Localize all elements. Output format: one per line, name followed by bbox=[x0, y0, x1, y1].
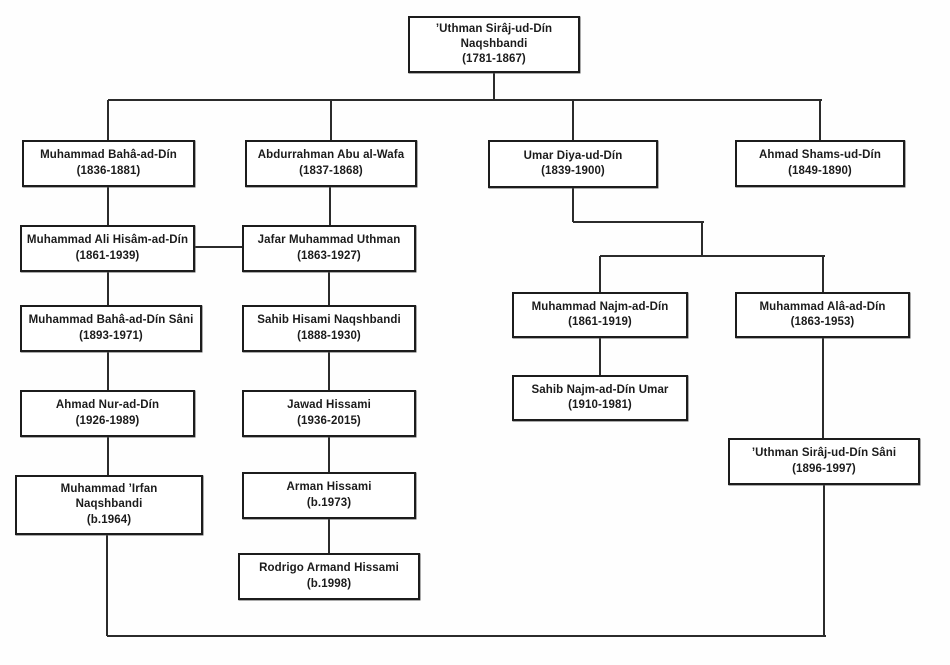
connector-line bbox=[599, 256, 601, 292]
person-dates: (1910-1981) bbox=[568, 399, 632, 411]
person-dates: (1936-2015) bbox=[297, 414, 361, 427]
person-dates: (1888-1930) bbox=[297, 329, 361, 342]
connector-line bbox=[572, 188, 574, 222]
person-dates: (1781-1867) bbox=[462, 53, 526, 66]
connector-line bbox=[822, 338, 824, 438]
connector-line bbox=[107, 272, 109, 305]
connector-line bbox=[107, 352, 109, 390]
person-dates: (1861-1919) bbox=[568, 316, 632, 328]
connector-line bbox=[107, 635, 826, 637]
person-name: Jawad Hissami bbox=[287, 399, 371, 412]
person-node-muhammad-ala-ad-din: Muhammad Alâ-ad-Dín (1863-1953) bbox=[735, 292, 910, 338]
connector-line bbox=[107, 437, 109, 475]
person-name: Sahib Hisami Naqshbandi bbox=[257, 314, 401, 327]
person-dates: (b.1998) bbox=[306, 577, 352, 590]
connector-line bbox=[819, 100, 821, 140]
connector-line bbox=[328, 437, 330, 472]
person-name: ’Uthman Sirâj-ud-Dín Naqshbandi bbox=[435, 22, 553, 50]
person-dates: (1836-1881) bbox=[76, 164, 141, 177]
person-name: Jafar Muhammad Uthman bbox=[257, 234, 401, 247]
connector-line bbox=[107, 187, 109, 225]
person-node-uthman-siraj-ud-din: ’Uthman Sirâj-ud-Dín Naqshbandi (1781-186… bbox=[408, 16, 580, 73]
person-node-umar-diya-ud-din: Umar Diya-ud-Dín (1839-1900) bbox=[488, 140, 658, 188]
person-node-sahib-hisami-naqshbandi: Sahib Hisami Naqshbandi (1888-1930) bbox=[242, 305, 416, 352]
person-node-muhammad-baha-ad-din: Muhammad Bahâ-ad-Dín (1836-1881) bbox=[22, 140, 195, 187]
connector-line bbox=[328, 519, 330, 553]
person-dates: (b.1964) bbox=[86, 513, 132, 526]
person-node-rodrigo-armand-hissami: Rodrigo Armand Hissami (b.1998) bbox=[238, 553, 420, 600]
person-name: Ahmad Shams-ud-Dín bbox=[759, 149, 881, 162]
connector-line bbox=[106, 535, 108, 636]
person-name: Muhammad Ali Hisâm-ad-Dín bbox=[26, 234, 189, 247]
connector-line bbox=[823, 485, 825, 636]
person-name: Muhammad Najm-ad-Dín bbox=[531, 300, 669, 313]
person-dates: (1863-1953) bbox=[790, 316, 855, 328]
person-name: Muhammad Bahâ-ad-Dín bbox=[40, 149, 177, 162]
person-dates: (1863-1927) bbox=[297, 249, 361, 262]
connector-line bbox=[328, 352, 330, 390]
person-dates: (1837-1868) bbox=[299, 164, 363, 177]
person-node-muhammad-irfan-naqshbandi: Muhammad ’Irfan Naqshbandi (b.1964) bbox=[15, 475, 203, 535]
person-node-jafar-muhammad-uthman: Jafar Muhammad Uthman (1863-1927) bbox=[242, 225, 416, 272]
person-node-ahmad-nur-ad-din: Ahmad Nur-ad-Dín (1926-1989) bbox=[20, 390, 195, 437]
person-node-muhammad-baha-ad-din-sani: Muhammad Bahâ-ad-Dín Sâni (1893-1971) bbox=[20, 305, 202, 352]
person-dates: (1893-1971) bbox=[79, 329, 143, 342]
person-dates: (1839-1900) bbox=[541, 165, 605, 177]
person-dates: (b.1973) bbox=[306, 496, 352, 509]
person-name: Muhammad Bahâ-ad-Dín Sâni bbox=[28, 314, 194, 327]
person-name: Sahib Najm-ad-Dín Umar bbox=[531, 383, 669, 396]
person-node-abdurrahman-abu-al-wafa: Abdurrahman Abu al-Wafa (1837-1868) bbox=[245, 140, 417, 187]
person-node-muhammad-ali-hisam-ad-din: Muhammad Ali Hisâm-ad-Dín (1861-1939) bbox=[20, 225, 195, 272]
connector-line bbox=[493, 73, 495, 100]
connector-line bbox=[330, 100, 332, 140]
person-dates: (1861-1939) bbox=[75, 249, 140, 262]
person-dates: (1896-1997) bbox=[792, 462, 856, 475]
connector-line bbox=[600, 255, 825, 257]
person-name: Arman Hissami bbox=[286, 481, 372, 494]
connector-line bbox=[107, 100, 109, 140]
person-dates: (1926-1989) bbox=[75, 414, 140, 427]
person-name: ’Uthman Sirâj-ud-Dín Sâni bbox=[751, 447, 897, 460]
person-node-jawad-hissami: Jawad Hissami (1936-2015) bbox=[242, 390, 416, 437]
connector-line bbox=[329, 187, 331, 225]
person-dates: (1849-1890) bbox=[788, 164, 852, 177]
person-name: Muhammad Alâ-ad-Dín bbox=[759, 300, 886, 313]
person-name: Umar Diya-ud-Dín bbox=[523, 149, 623, 162]
person-node-arman-hissami: Arman Hissami (b.1973) bbox=[242, 472, 416, 519]
connector-line bbox=[573, 221, 704, 223]
person-node-ahmad-shams-ud-din: Ahmad Shams-ud-Dín (1849-1890) bbox=[735, 140, 905, 187]
connector-line bbox=[599, 338, 601, 375]
person-name: Rodrigo Armand Hissami bbox=[259, 562, 399, 575]
connector-line bbox=[822, 256, 824, 292]
person-node-uthman-siraj-ud-din-sani: ’Uthman Sirâj-ud-Dín Sâni (1896-1997) bbox=[728, 438, 920, 485]
person-node-sahib-najm-ad-din-umar: Sahib Najm-ad-Dín Umar (1910-1981) bbox=[512, 375, 688, 421]
person-name: Muhammad ’Irfan Naqshbandi bbox=[60, 483, 158, 511]
connector-line bbox=[108, 99, 822, 101]
connector-line bbox=[701, 222, 703, 256]
connector-line bbox=[195, 246, 244, 248]
connector-line bbox=[328, 272, 330, 305]
person-name: Ahmad Nur-ad-Dín bbox=[55, 399, 160, 412]
person-name: Abdurrahman Abu al-Wafa bbox=[257, 149, 405, 162]
person-node-muhammad-najm-ad-din: Muhammad Najm-ad-Dín (1861-1919) bbox=[512, 292, 688, 338]
connector-line bbox=[572, 100, 574, 140]
